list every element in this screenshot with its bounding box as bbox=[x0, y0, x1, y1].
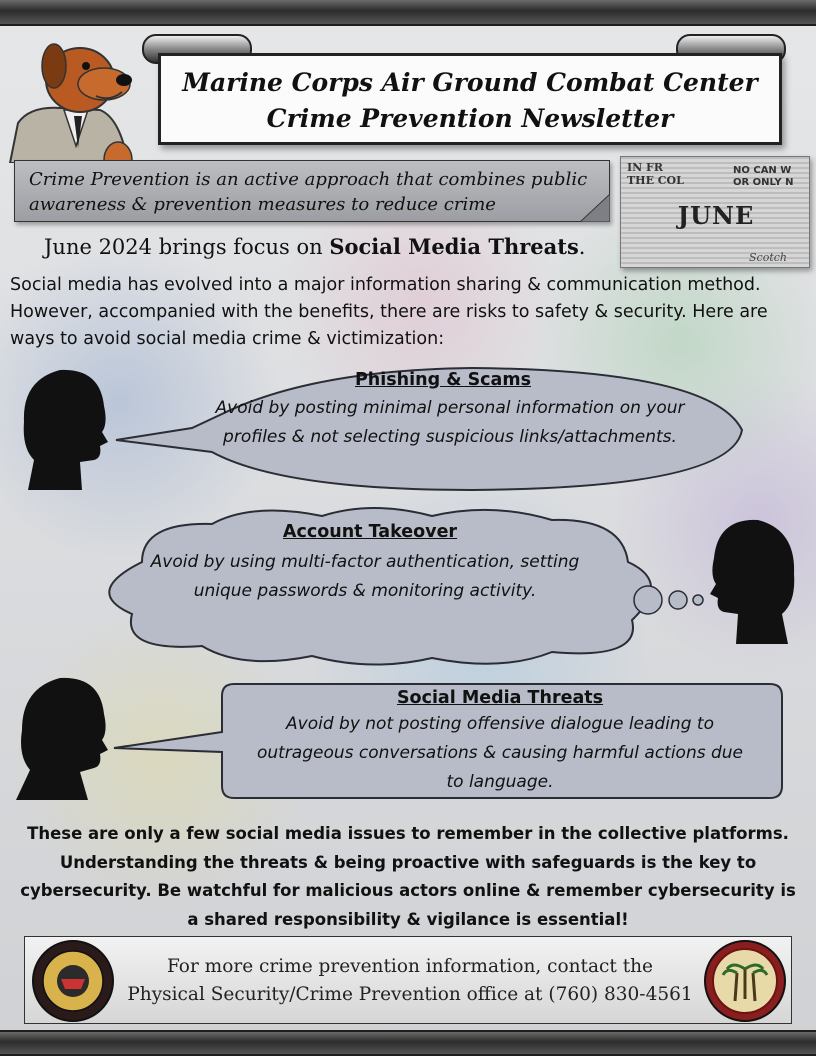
tagline-ribbon: Crime Prevention is an active approach t… bbox=[14, 160, 610, 222]
banner-title-line-1: Marine Corps Air Ground Combat Center bbox=[182, 68, 758, 97]
speech-bubble-1 bbox=[115, 366, 744, 492]
issue-subheading: June 2024 brings focus on Social Media T… bbox=[44, 234, 604, 259]
tagline-text: Crime Prevention is an active approach t… bbox=[29, 169, 588, 215]
bottom-frame-bar bbox=[0, 1030, 816, 1056]
newspaper-snippet: THE COL bbox=[627, 174, 684, 187]
contact-line-1: For more crime prevention information, c… bbox=[166, 956, 653, 977]
bubble-1-title: Phishing & Scams bbox=[354, 370, 532, 390]
person-silhouette-icon bbox=[710, 519, 795, 644]
closing-paragraph: These are only a few social media issues… bbox=[20, 824, 796, 929]
june-newspaper-graphic: IN FR THE COL NO CAN W OR ONLY N JUNE Sc… bbox=[620, 156, 810, 268]
subhead-topic: Social Media Threats bbox=[329, 234, 579, 259]
subhead-prefix: June 2024 brings focus on bbox=[44, 235, 330, 259]
contact-line-2: Physical Security/Crime Prevention offic… bbox=[127, 984, 693, 1005]
contact-info: For more crime prevention information, c… bbox=[125, 953, 695, 1009]
physical-security-seal-icon bbox=[32, 940, 114, 1022]
intro-paragraph: Social media has evolved into a major in… bbox=[10, 275, 768, 349]
speech-bubble-3 bbox=[113, 683, 783, 799]
thought-bubble-2 bbox=[108, 507, 704, 666]
person-silhouette-icon bbox=[23, 369, 108, 490]
ribbon-fold-icon bbox=[580, 194, 610, 222]
top-frame-bar bbox=[0, 0, 816, 26]
month-badge: JUNE bbox=[677, 201, 755, 230]
newsletter-title-banner: Marine Corps Air Ground Combat Center Cr… bbox=[158, 53, 782, 145]
newspaper-snippet: NO CAN W bbox=[733, 165, 792, 176]
base-seal-icon bbox=[704, 940, 786, 1022]
newspaper-snippet: OR ONLY N bbox=[733, 177, 794, 188]
bubble-1-text: Avoid by posting minimal personal inform… bbox=[215, 398, 685, 447]
person-silhouette-icon bbox=[16, 677, 108, 800]
crime-dog-mascot-icon bbox=[8, 43, 133, 163]
bubble-2-text: Avoid by using multi-factor authenticati… bbox=[150, 552, 580, 601]
bubble-3-title: Social Media Threats bbox=[396, 688, 604, 708]
newspaper-headline: IN FR THE COL bbox=[627, 161, 727, 191]
subhead-suffix: . bbox=[578, 235, 586, 259]
bubble-3-text: Avoid by not posting offensive dialogue … bbox=[256, 714, 744, 792]
contact-footer: For more crime prevention information, c… bbox=[24, 936, 792, 1024]
newspaper-snippet: IN FR bbox=[627, 161, 663, 174]
bubble-2-title: Account Takeover bbox=[282, 522, 458, 542]
newspaper-snippet: Scotch bbox=[749, 251, 787, 264]
banner-title-line-2: Crime Prevention Newsletter bbox=[266, 104, 674, 133]
newspaper-column: NO CAN W OR ONLY N bbox=[733, 165, 793, 189]
